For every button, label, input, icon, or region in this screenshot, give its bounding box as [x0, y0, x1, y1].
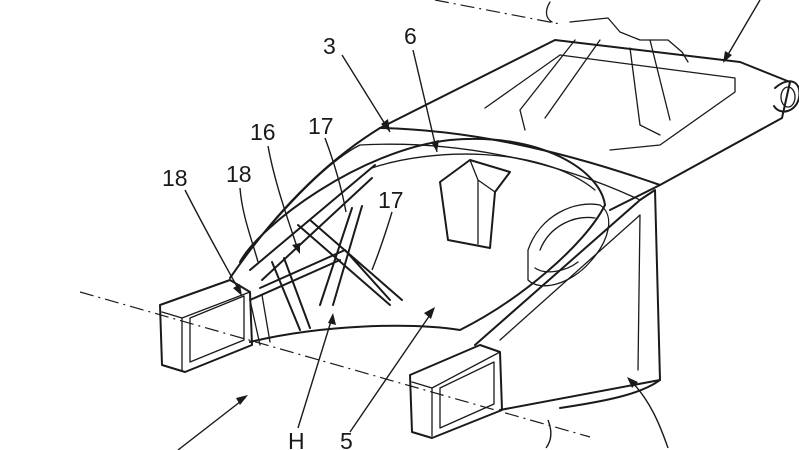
label-18-left: 18: [162, 165, 188, 191]
arrowhead-view: [236, 395, 248, 405]
right-ring-opening: [527, 203, 610, 287]
label-16: 16: [250, 119, 276, 145]
left-side-member-top: [229, 127, 381, 279]
label-17-lower: 17: [378, 187, 404, 213]
center-axis-upper: [434, 0, 561, 25]
arrowhead-lower-right: [627, 377, 638, 388]
rear-frame-inner: [484, 54, 736, 151]
leader-H: [297, 317, 333, 429]
right-foot-block: [409, 344, 503, 439]
right-side-member-edge: [499, 214, 641, 371]
rear-bushing-bore: [780, 86, 796, 108]
leader-5: [349, 311, 433, 433]
lattice-frame: [249, 164, 376, 281]
rear-bracket-tab: [569, 17, 689, 63]
left-foot-face: [161, 291, 251, 371]
right-foot-face: [411, 351, 501, 437]
label-5: 5: [340, 428, 353, 450]
label-17-upper: 17: [308, 113, 334, 139]
leader-18b: [239, 187, 259, 263]
axis-tick-lower: [545, 419, 552, 449]
right-lower-curve: [559, 379, 661, 409]
central-arch: [239, 137, 606, 263]
rear-bracket-edge: [545, 1, 553, 23]
leader-18a: [184, 189, 241, 293]
central-arch-inner: [371, 153, 596, 191]
label-3: 3: [323, 33, 336, 59]
leader-17a: [324, 137, 347, 213]
leader-17b: [371, 211, 393, 271]
arrowhead-upper-right: [723, 51, 732, 63]
rear-frame-outline: [379, 39, 791, 211]
leader-lower-right: [629, 379, 669, 449]
arrowhead-5: [424, 307, 435, 319]
rear-bracket-arms: [519, 39, 671, 136]
lattice-base: [249, 294, 271, 346]
top-cross-band-lower: [359, 143, 641, 201]
label-6: 6: [404, 23, 417, 49]
leader-16: [267, 145, 299, 251]
leader-6: [412, 49, 438, 153]
center-axis-lower: [79, 291, 591, 438]
leader-upper-right: [725, 0, 761, 59]
arrow-view: [177, 397, 246, 450]
label-18-right: 18: [226, 161, 252, 187]
arrowhead-H: [328, 313, 336, 325]
right-side-member: [474, 189, 661, 411]
arrowhead-16: [292, 243, 300, 254]
label-H: H: [288, 428, 305, 450]
lattice-struts: [249, 205, 403, 331]
central-floor-edge: [249, 204, 606, 343]
rear-bushing: [773, 80, 799, 113]
left-foot-block: [159, 279, 253, 373]
right-ring-inner: [534, 216, 596, 273]
inner-tube-face: [469, 159, 496, 245]
top-cross-band: [379, 127, 661, 186]
arrowhead-3: [381, 119, 390, 132]
arrowhead-6: [431, 140, 439, 152]
leader-lines: [177, 0, 761, 450]
arrowhead-18a: [233, 284, 242, 296]
leader-3: [341, 54, 391, 133]
